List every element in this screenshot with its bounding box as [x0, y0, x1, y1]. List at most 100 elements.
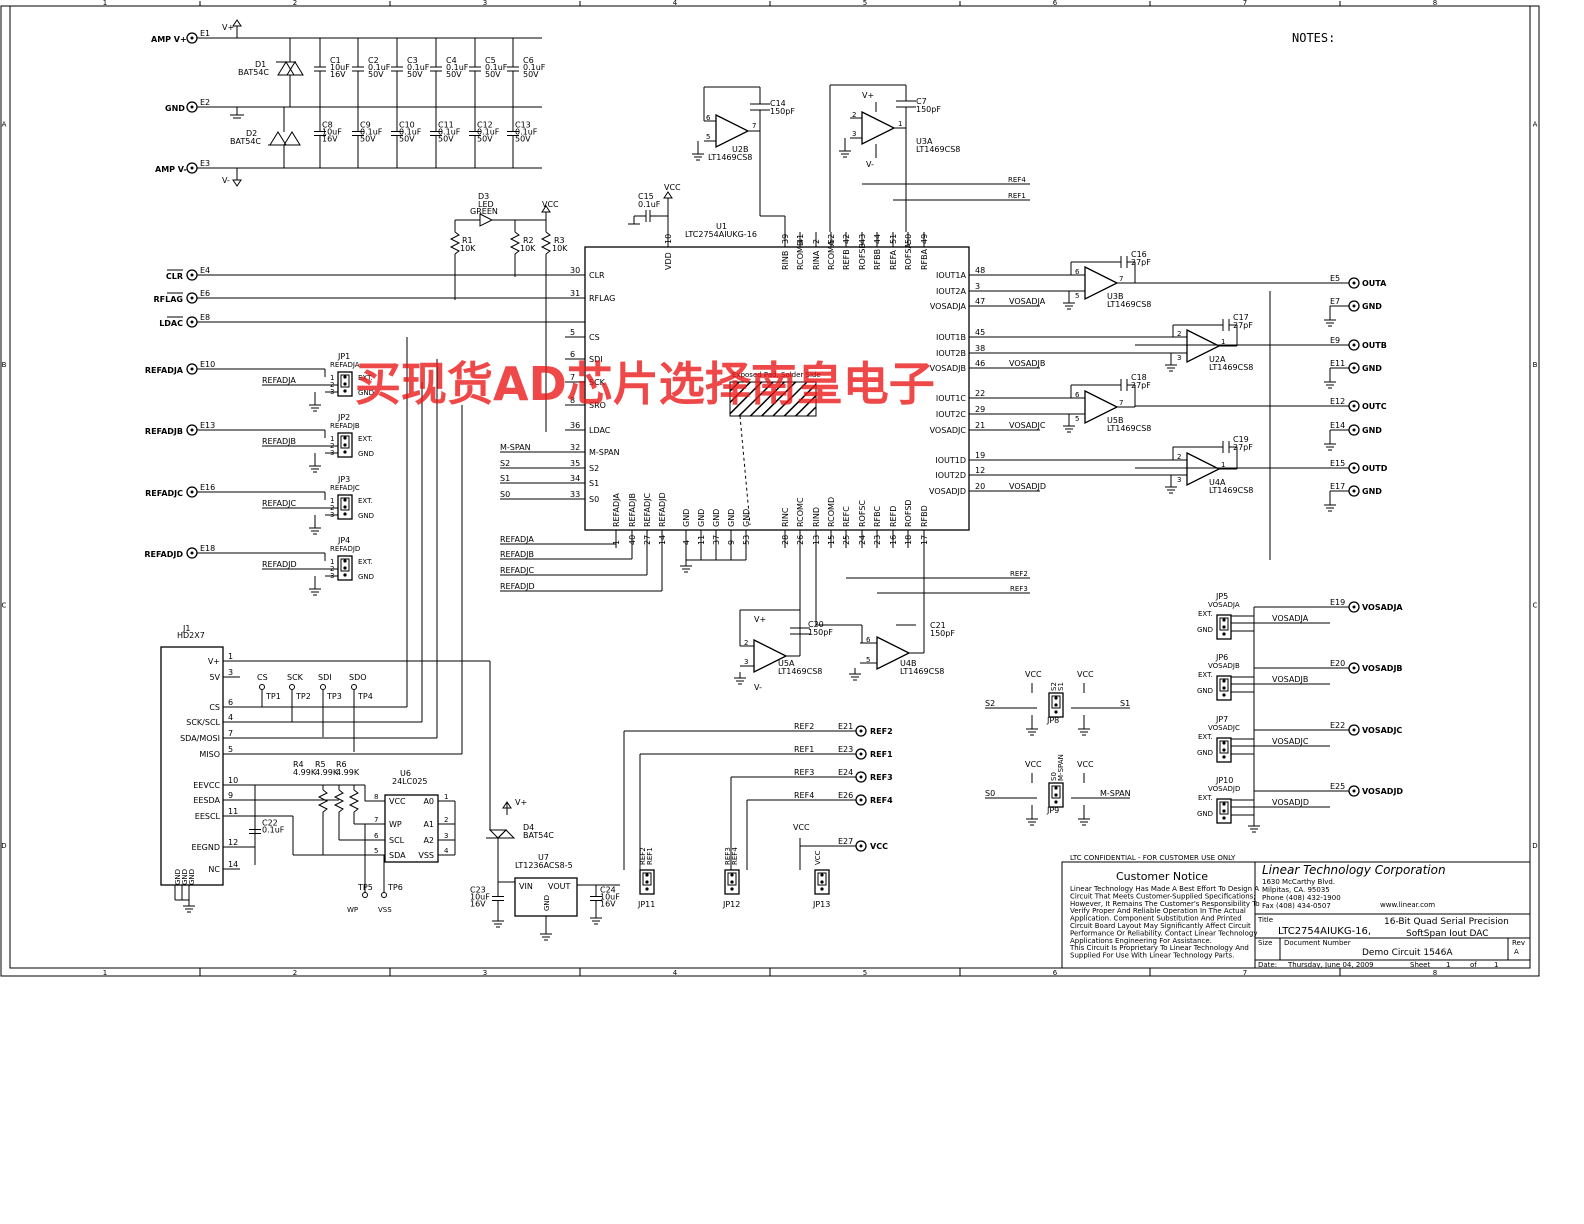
ic-part: LT1236ACS8-5 [515, 861, 573, 870]
node-label: E10 [200, 360, 215, 369]
cap-ref: C7 [916, 97, 927, 106]
jumper-opt: GND [1197, 810, 1213, 818]
cap-value: 27pF [1131, 381, 1151, 390]
cap-value: 0.1uF [515, 128, 538, 137]
pin-name: RCOMB [796, 241, 805, 270]
jumper-jp8[interactable] [1048, 692, 1064, 718]
pin-number: 29 [975, 405, 985, 414]
jumper-label: VCC [814, 850, 822, 865]
jumper-jp10[interactable] [1216, 798, 1232, 824]
pin-num: 7 [752, 122, 756, 130]
border-col-label: 8 [1433, 969, 1437, 977]
rail-label: V+ [222, 23, 234, 32]
pin-num: 7 [1119, 399, 1123, 407]
cap-ref: C2 [368, 56, 379, 65]
pin-name: VOSADJD [929, 487, 966, 496]
svg-text:0.1uF: 0.1uF [638, 200, 661, 209]
node-label: E16 [200, 483, 215, 492]
jumper-jp9[interactable] [1048, 782, 1064, 808]
svg-text:VCC: VCC [664, 183, 681, 192]
pin-name: ROFSB [858, 243, 867, 270]
cap-value: 0.1uF [360, 128, 383, 137]
pin-number: 44 [873, 234, 882, 244]
cap-ref: C1 [330, 56, 341, 65]
jumper-jp5[interactable] [1216, 614, 1232, 640]
node-label: E20 [1330, 659, 1345, 668]
jumper-jp2[interactable] [337, 432, 353, 458]
jumper-jp7[interactable] [1216, 737, 1232, 763]
connector-pin-name: EEGND [192, 843, 220, 852]
net-label: S0 [500, 490, 510, 499]
pin-number: 46 [975, 359, 985, 368]
jumper-jp12[interactable] [724, 869, 740, 895]
cap-voltage: 16V [322, 135, 338, 144]
border-row-label: A [2, 120, 7, 128]
net-label: M-SPAN [1100, 789, 1131, 798]
jumper-label: REF4 [731, 847, 739, 865]
refadj-input-label: REFADJB [145, 427, 183, 436]
cap-ref: C11 [438, 121, 454, 130]
connector-pin-name: 5V [209, 673, 220, 682]
testpoint-ref: TP3 [326, 692, 342, 701]
jumper-opt: GND [1197, 749, 1213, 757]
border-col-label: 6 [1053, 0, 1058, 7]
diode-ref: D4 [523, 823, 534, 832]
title-line: 16-Bit Quad Serial Precision [1384, 917, 1509, 927]
confidential-text: LTC CONFIDENTIAL - FOR CUSTOMER USE ONLY [1070, 854, 1236, 862]
pin-number: 48 [975, 266, 985, 275]
cap-ref: C14 [770, 99, 786, 108]
jumper-jp3[interactable] [337, 494, 353, 520]
svg-text:R1: R1 [462, 236, 473, 245]
jumper-opt: EXT. [1198, 733, 1213, 741]
pin-num: 3 [1177, 476, 1181, 484]
pin-number: 1 [612, 540, 621, 545]
cap-ref: C18 [1131, 373, 1147, 382]
pin-number: 16 [889, 535, 898, 545]
vosadj-output-label: VOSADJD [1362, 787, 1403, 796]
pin-number: 7 [228, 729, 233, 738]
jumper-jp11[interactable] [639, 869, 655, 895]
jumper-jp4[interactable] [337, 555, 353, 581]
date-label: Date: [1258, 961, 1277, 969]
terminal-dot [190, 428, 194, 432]
pin-name: RFBA [920, 248, 929, 270]
opamp-ref: U2B [732, 145, 748, 154]
pin-name: VCC [389, 797, 406, 806]
net-label: REF1 [794, 745, 814, 754]
pin-name: A2 [423, 836, 434, 845]
pin-name: RCOMC [796, 497, 805, 527]
title-label: Title [1257, 916, 1273, 924]
pin-num: 2 [1177, 453, 1181, 461]
jumper-jp6[interactable] [1216, 675, 1232, 701]
testpoint-ref: TP6 [387, 883, 403, 892]
jumper-label: REFADJD [330, 545, 360, 553]
cap-voltage: 16V [470, 900, 486, 909]
vosadj-jumpers: JP5VOSADJAEXT.GNDVOSADJAE19VOSADJAJP6VOS… [1197, 592, 1403, 833]
terminal-dot [859, 775, 863, 779]
pin-name: CLR [589, 271, 605, 280]
connector-pin-name: SDA/MOSI [180, 734, 220, 743]
pin-name: GND [727, 509, 736, 527]
pin-number: 41 [796, 234, 805, 244]
cap-value: 0.1uF [262, 826, 285, 835]
rail-label: VCC [793, 823, 810, 832]
cap-ref: C22 [262, 819, 278, 828]
net-label: VOSADJC [1272, 737, 1309, 746]
refadj-inputs: REFADJAE10JP1REFADJA123EXT.GNDREFADJAREF… [144, 352, 374, 596]
pin-number: 3 [444, 832, 448, 840]
net-label: VOSADJB [1009, 359, 1045, 368]
jumper-jp13[interactable] [814, 869, 830, 895]
jumper-jp1[interactable] [337, 371, 353, 397]
cap-value: 150pF [808, 628, 833, 637]
opamp-part: LT1469CS8 [1107, 424, 1151, 433]
jumper-label: S0 [1050, 772, 1058, 781]
net-label: VOSADJD [1009, 482, 1046, 491]
res-ref: R5 [315, 760, 326, 769]
cap-voltage: 50V [515, 135, 531, 144]
pin-num: 3 [1177, 354, 1181, 362]
border-row-label: D [1, 842, 6, 850]
notice-line: Application. Component Substitution And … [1070, 915, 1242, 923]
node-label: E11 [1330, 359, 1345, 368]
pin-num: 1 [330, 435, 334, 443]
